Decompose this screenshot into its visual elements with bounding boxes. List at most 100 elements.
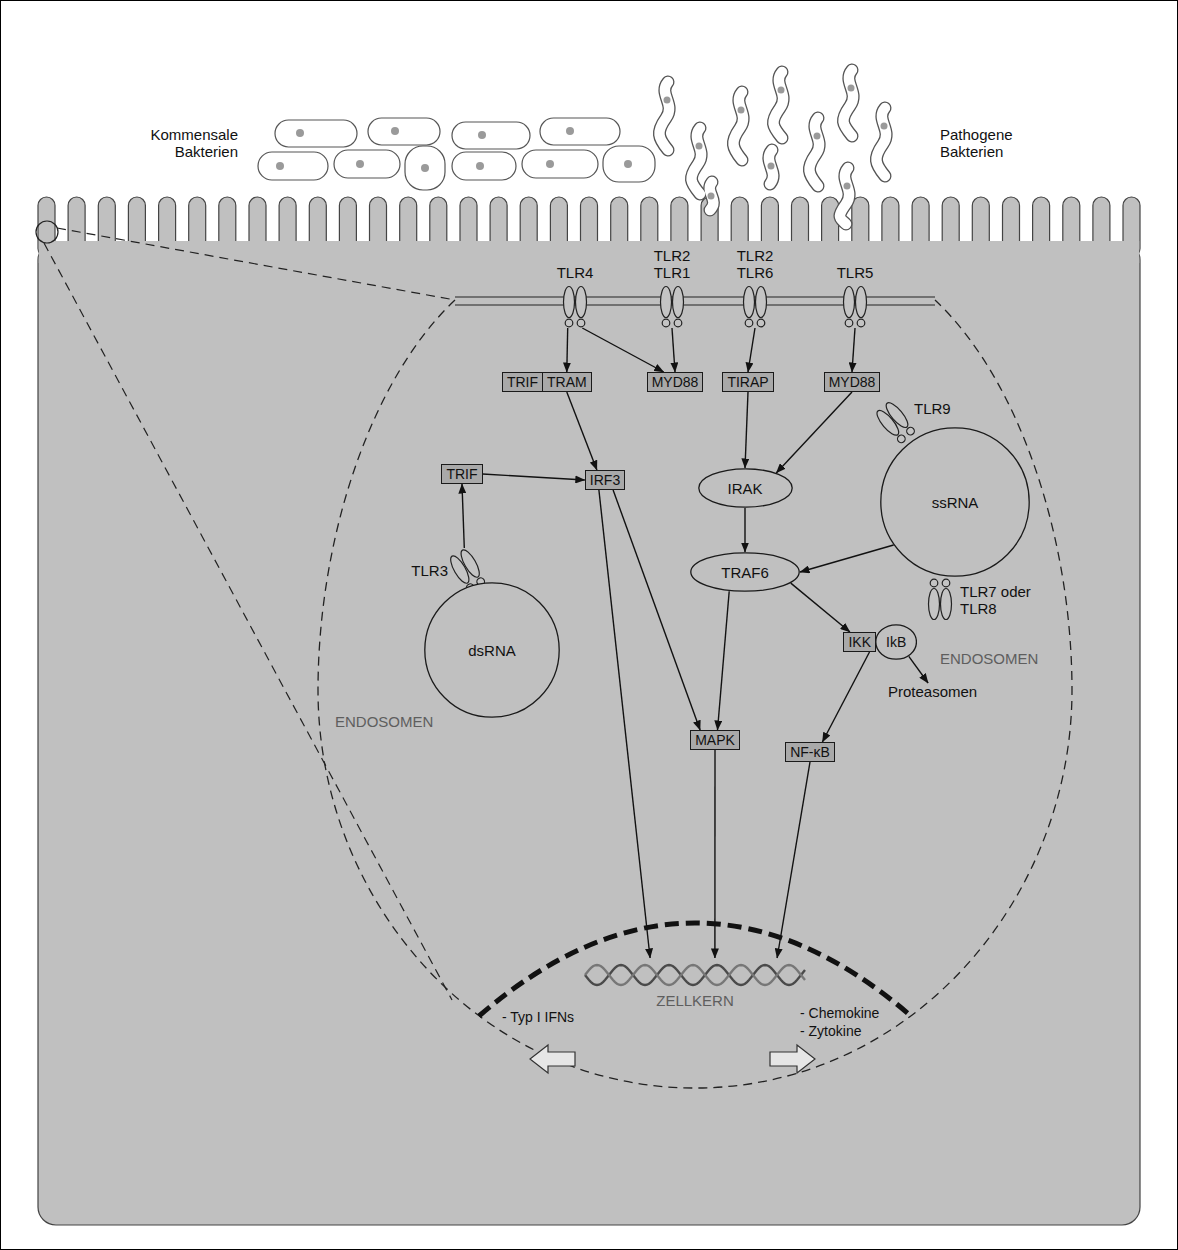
drawing-use bbox=[773, 72, 783, 138]
signal-arrow bbox=[462, 484, 464, 548]
dna-strand bbox=[585, 965, 805, 985]
receptor-tir bbox=[745, 319, 753, 327]
drawing-use bbox=[773, 72, 783, 138]
signal-arrow bbox=[909, 656, 928, 683]
receptor-symbol bbox=[657, 284, 687, 328]
drawing-circle bbox=[566, 127, 574, 135]
receptor-tir bbox=[757, 319, 765, 327]
receptor-domain bbox=[744, 287, 755, 318]
drawing-circle bbox=[778, 87, 785, 94]
signal-arrow bbox=[852, 328, 855, 372]
drawing-circle bbox=[768, 163, 775, 170]
receptor-symbol bbox=[840, 284, 870, 328]
label-text: - Zytokine bbox=[800, 1023, 861, 1039]
drawing-use bbox=[876, 108, 886, 176]
label-text: dsRNA bbox=[468, 642, 516, 659]
target-text: Proteasomen bbox=[888, 683, 977, 700]
kinase-ellipse: TRAF6 bbox=[690, 552, 800, 592]
label-text: IRF3 bbox=[590, 472, 620, 488]
receptor: TLR4 bbox=[557, 264, 594, 328]
receptor: TLR7 oder TLR8 bbox=[925, 578, 1034, 622]
receptor-tir bbox=[930, 579, 938, 587]
signal-arrow bbox=[777, 762, 810, 958]
receptor-domain bbox=[883, 400, 911, 431]
drawing-circle bbox=[738, 107, 745, 114]
signal-arrow bbox=[566, 328, 568, 372]
adapter-box: MYD88 bbox=[824, 372, 881, 392]
zoom-spot bbox=[36, 221, 58, 243]
pathogen-outline bbox=[659, 70, 886, 224]
receptor-domain bbox=[673, 287, 684, 318]
label-text: IKK bbox=[848, 634, 871, 650]
label-text: Kommensale Bakterien bbox=[133, 126, 238, 160]
receptor-domain bbox=[661, 287, 672, 318]
drawing-circle bbox=[848, 85, 855, 92]
label-text: TIRAP bbox=[727, 374, 768, 390]
label-text: MYD88 bbox=[829, 374, 876, 390]
label-text: TLR3 bbox=[411, 562, 448, 579]
zoom-outline bbox=[318, 300, 1072, 1088]
shape-line bbox=[425, 583, 559, 717]
zoom-line bbox=[44, 243, 452, 1000]
adapter-box: TRAM bbox=[542, 372, 592, 392]
receptor-domain bbox=[576, 287, 587, 318]
drawing-use bbox=[843, 70, 853, 136]
label-text: NF-κB bbox=[790, 744, 830, 760]
block-arrow bbox=[530, 1045, 575, 1073]
drawing-rect bbox=[258, 152, 328, 180]
receptor-domain bbox=[756, 287, 767, 318]
adapter-box: TRIF bbox=[441, 464, 482, 484]
signal-arrow bbox=[791, 583, 850, 632]
signal-arrow bbox=[567, 392, 597, 470]
factor-box: IRF3 bbox=[585, 470, 625, 490]
receptor-tir bbox=[896, 434, 907, 445]
signal-arrow bbox=[718, 591, 730, 730]
block-arrow bbox=[770, 1045, 815, 1073]
label-text: IRAK bbox=[727, 480, 762, 497]
receptor-domain bbox=[929, 589, 940, 620]
label-text: IkB bbox=[886, 634, 906, 650]
kinase-box: IKK bbox=[843, 632, 876, 652]
shape-line bbox=[876, 625, 917, 659]
drawing-rect bbox=[540, 118, 620, 145]
commensal-bacteria bbox=[258, 118, 655, 190]
receptor-symbol bbox=[560, 284, 590, 328]
kinase-ellipse: IRAK bbox=[698, 468, 793, 508]
bacteria-dots bbox=[276, 127, 632, 172]
drawing-circle bbox=[844, 183, 851, 190]
receptor-tir bbox=[905, 426, 916, 437]
nuclear-envelope bbox=[479, 923, 911, 1016]
label-text: TRIF bbox=[446, 466, 477, 482]
label-text: TLR4 bbox=[557, 264, 594, 281]
drawing-circle bbox=[664, 97, 671, 104]
drawing-circle bbox=[546, 160, 554, 168]
label-text: TRIF bbox=[507, 374, 538, 390]
drawing-rect bbox=[368, 118, 440, 145]
receptor-domain bbox=[458, 547, 483, 579]
receptor-tir bbox=[577, 319, 585, 327]
drawing-circle bbox=[296, 129, 304, 137]
drawing-circle bbox=[476, 162, 484, 170]
drawing-use bbox=[659, 82, 669, 150]
drawing-use bbox=[843, 70, 853, 136]
signal-arrow bbox=[800, 545, 894, 572]
drawing-use bbox=[691, 128, 701, 194]
receptor: TLR2 TLR1 bbox=[654, 247, 691, 328]
signal-arrow bbox=[714, 750, 715, 958]
drawing-circle bbox=[624, 160, 632, 168]
cell-ground bbox=[39, 241, 1139, 263]
signal-arrow bbox=[613, 490, 700, 730]
drawing-rect bbox=[275, 120, 357, 147]
drawing-rect bbox=[603, 146, 655, 182]
receptor: TLR2 TLR6 bbox=[737, 247, 774, 328]
receptor-domain bbox=[941, 589, 952, 620]
zoom-line bbox=[57, 228, 455, 300]
drawing-circle bbox=[708, 193, 715, 200]
receptor-tir bbox=[674, 319, 682, 327]
signal-arrow bbox=[672, 328, 675, 372]
label-text: Pathogene Bakterien bbox=[940, 126, 1045, 160]
label-text: TLR5 bbox=[837, 264, 874, 281]
